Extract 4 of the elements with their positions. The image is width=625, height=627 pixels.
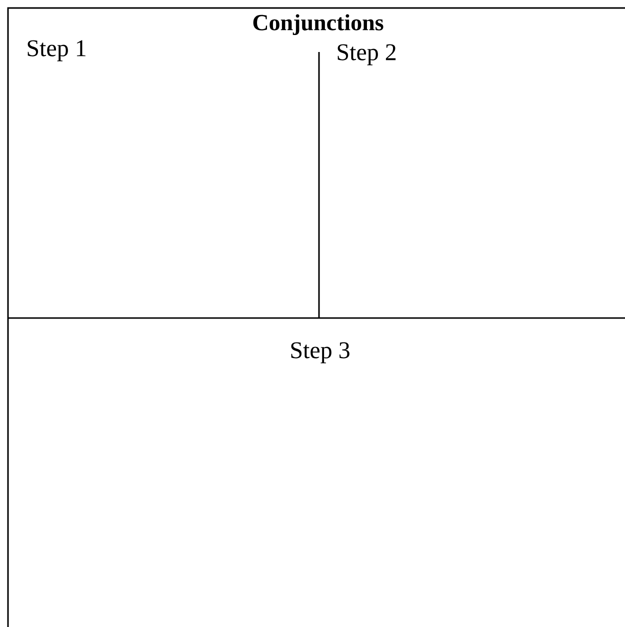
step-label: Step 2	[338, 44, 396, 66]
step-label: Step 1	[28, 40, 86, 62]
title: Conjunctions	[253, 14, 384, 36]
step-label: Step 3	[291, 342, 350, 364]
